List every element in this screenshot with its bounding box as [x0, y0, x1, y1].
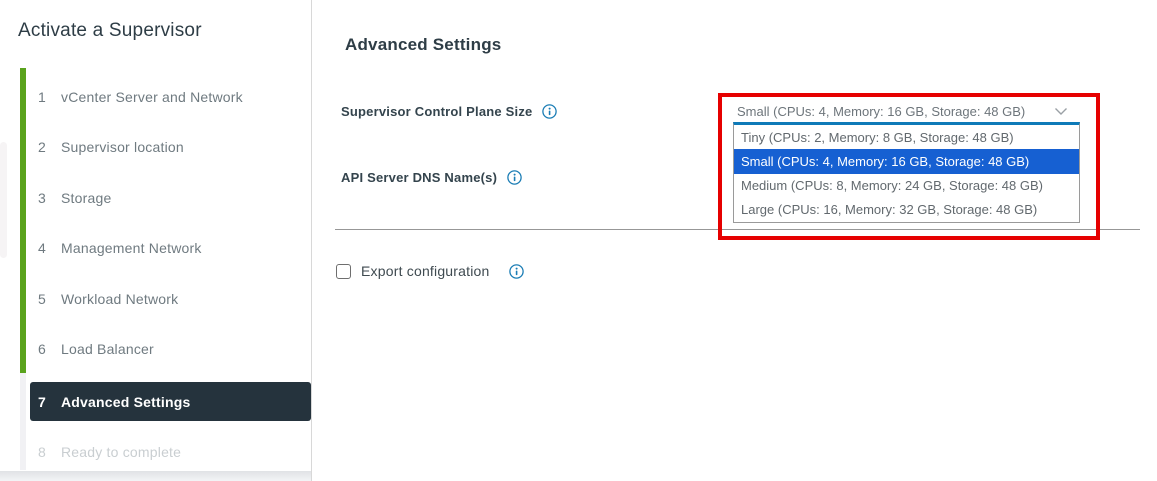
sidebar-step-workload-network[interactable]: 5 Workload Network	[38, 289, 178, 309]
field-label-text: API Server DNS Name(s)	[341, 170, 498, 185]
option-small-selected[interactable]: Small (CPUs: 4, Memory: 16 GB, Storage: …	[734, 149, 1079, 174]
step-label: Load Balancer	[61, 341, 154, 357]
export-configuration-label: Export configuration	[361, 263, 490, 279]
field-label-text: Supervisor Control Plane Size	[341, 104, 533, 119]
step-label: vCenter Server and Network	[61, 89, 243, 105]
step-label: Management Network	[61, 240, 202, 256]
wizard-sidebar: Activate a Supervisor 1 vCenter Server a…	[0, 0, 312, 481]
step-label: Ready to complete	[61, 444, 182, 460]
step-number: 4	[38, 240, 46, 256]
sidebar-step-load-balancer[interactable]: 6 Load Balancer	[38, 339, 154, 359]
page-title: Advanced Settings	[345, 35, 502, 55]
export-configuration-checkbox[interactable]	[336, 263, 351, 279]
step-label: Advanced Settings	[61, 393, 191, 410]
step-label: Supervisor location	[61, 139, 184, 155]
info-icon[interactable]	[507, 170, 522, 185]
step-number: 6	[38, 341, 46, 357]
step-number: 8	[38, 444, 46, 460]
step-label: Workload Network	[61, 291, 179, 307]
option-large[interactable]: Large (CPUs: 16, Memory: 32 GB, Storage:…	[741, 202, 1038, 218]
sidebar-step-advanced-settings-active[interactable]: 7 Advanced Settings	[30, 382, 311, 421]
sidebar-step-supervisor-location[interactable]: 2 Supervisor location	[38, 137, 184, 157]
select-value: Small (CPUs: 4, Memory: 16 GB, Storage: …	[737, 104, 1026, 119]
step-number: 2	[38, 139, 46, 155]
section-divider	[335, 229, 1140, 230]
export-configuration-row[interactable]: Export configuration	[336, 263, 524, 279]
step-number: 5	[38, 291, 46, 307]
info-icon[interactable]	[508, 263, 524, 279]
control-plane-size-listbox: Tiny (CPUs: 2, Memory: 8 GB, Storage: 48…	[733, 122, 1080, 223]
control-plane-size-select[interactable]: Small (CPUs: 4, Memory: 16 GB, Storage: …	[737, 102, 1080, 121]
step-number: 7	[38, 393, 46, 410]
step-number: 1	[38, 89, 46, 105]
sidebar-step-management-network[interactable]: 4 Management Network	[38, 238, 202, 258]
sidebar-footer-shadow	[0, 471, 311, 481]
info-icon[interactable]	[542, 104, 558, 119]
field-label-supervisor-control-plane-size: Supervisor Control Plane Size	[341, 104, 558, 119]
option-tiny[interactable]: Tiny (CPUs: 2, Memory: 8 GB, Storage: 48…	[741, 129, 1014, 145]
sidebar-step-vcenter-server-and-network[interactable]: 1 vCenter Server and Network	[38, 87, 243, 107]
wizard-title: Activate a Supervisor	[18, 20, 202, 41]
sidebar-step-storage[interactable]: 3 Storage	[38, 188, 111, 208]
sidebar-step-ready-to-complete-disabled: 8 Ready to complete	[38, 442, 181, 462]
field-label-api-server-dns-names: API Server DNS Name(s)	[341, 170, 522, 185]
option-medium[interactable]: Medium (CPUs: 8, Memory: 24 GB, Storage:…	[741, 178, 1043, 194]
progress-bar	[20, 68, 26, 373]
step-number: 3	[38, 190, 46, 206]
chevron-down-icon	[1054, 104, 1068, 119]
step-label: Storage	[61, 190, 112, 206]
left-edge-strip	[0, 142, 7, 258]
